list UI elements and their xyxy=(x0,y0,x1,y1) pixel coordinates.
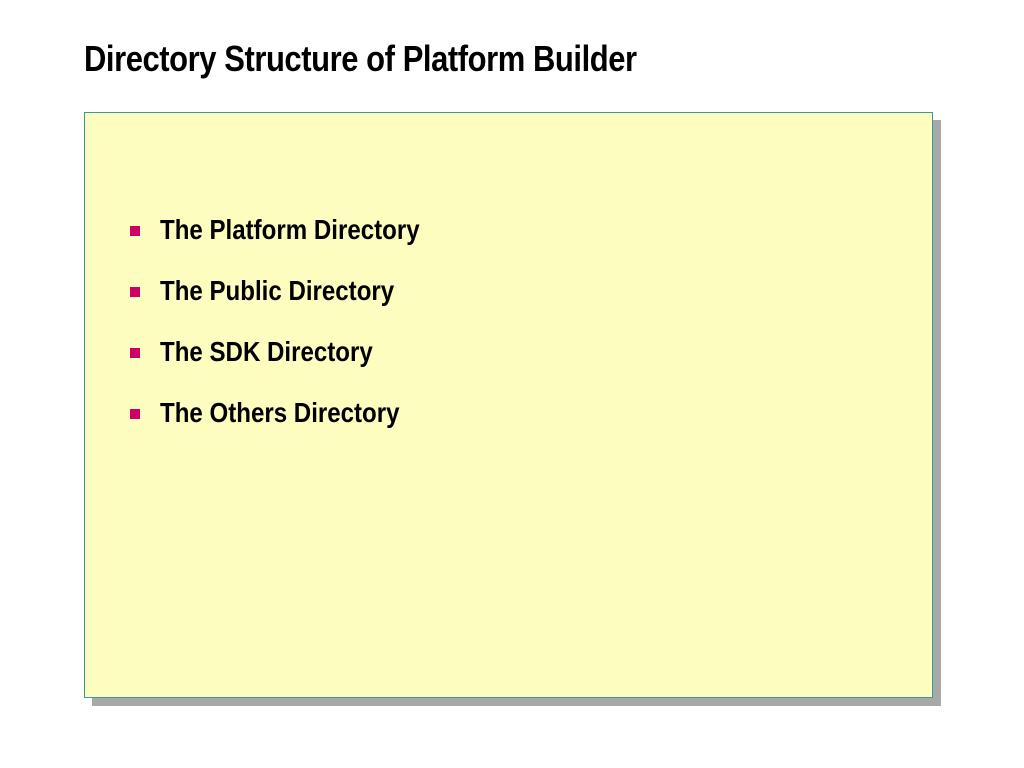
bullet-item-platform-directory: The Platform Directory xyxy=(130,210,462,271)
bullet-text: The Platform Directory xyxy=(160,214,420,245)
square-bullet-icon xyxy=(130,348,140,358)
square-bullet-icon xyxy=(130,226,140,236)
square-bullet-icon xyxy=(130,287,140,297)
bullet-text: The Others Directory xyxy=(160,397,400,428)
bullet-item-sdk-directory: The SDK Directory xyxy=(130,332,462,393)
bullet-list: The Platform Directory The Public Direct… xyxy=(130,210,462,454)
bullet-text: The Public Directory xyxy=(160,275,395,306)
bullet-text: The SDK Directory xyxy=(160,336,373,367)
content-panel xyxy=(84,112,933,698)
slide-title: Directory Structure of Platform Builder xyxy=(84,38,637,79)
bullet-item-others-directory: The Others Directory xyxy=(130,393,462,454)
square-bullet-icon xyxy=(130,409,140,419)
bullet-item-public-directory: The Public Directory xyxy=(130,271,462,332)
